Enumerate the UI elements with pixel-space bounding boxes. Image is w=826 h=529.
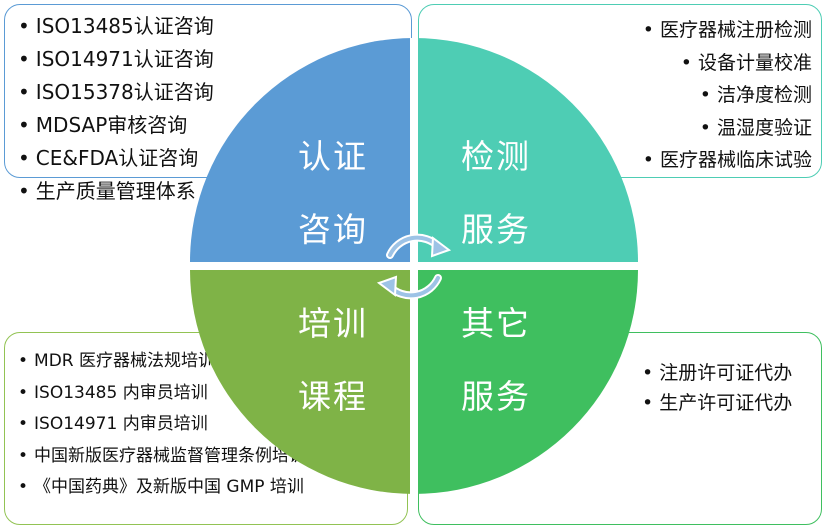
list-item: ISO14971 内审员培训 [18,409,306,441]
testing-list: 医疗器械注册检测 设备计量校准 洁净度检测 温湿度验证 医疗器械临床试验 [643,14,812,177]
list-item: 注册许可证代办 [642,358,792,388]
training-list: MDR 医疗器械法规培训 ISO13485 内审员培训 ISO14971 内审员… [18,346,306,504]
list-item: 医疗器械注册检测 [643,14,812,47]
list-item: 设备计量校准 [643,47,812,80]
list-item: 《中国药典》及新版中国 GMP 培训 [18,472,306,504]
other-label-line1: 其它 [461,304,531,343]
list-item: CE&FDA认证咨询 [18,142,214,175]
list-item: ISO13485 内审员培训 [18,378,306,410]
cycle-arrows-icon [376,233,452,300]
list-item: ISO13485认证咨询 [18,10,214,43]
list-item: 中国新版医疗器械监督管理条例培训 [18,441,306,473]
list-item: MDSAP审核咨询 [18,109,214,142]
list-item: MDR 医疗器械法规培训 [18,346,306,378]
other-label-line2: 服务 [461,377,531,416]
certification-list: ISO13485认证咨询 ISO14971认证咨询 ISO15378认证咨询 M… [18,10,214,208]
quadrant-training [190,266,414,494]
certification-label-line1: 认证 [298,137,368,176]
quadrant-certification [190,38,414,266]
list-item: ISO14971认证咨询 [18,43,214,76]
list-item: 温湿度验证 [643,112,812,145]
quadrant-testing [414,38,638,266]
list-item: 生产许可证代办 [642,388,792,418]
list-item: ISO15378认证咨询 [18,76,214,109]
training-label-line1: 培训 [298,304,368,343]
other-services-list: 注册许可证代办 生产许可证代办 [642,358,792,418]
quadrant-other [414,266,638,494]
list-item: 医疗器械临床试验 [643,144,812,177]
list-item: 洁净度检测 [643,79,812,112]
list-item: 生产质量管理体系 [18,175,214,208]
training-label-line2: 课程 [298,377,368,416]
testing-label-line2: 服务 [461,210,531,249]
testing-label-line1: 检测 [461,137,531,176]
certification-label-line2: 咨询 [298,210,368,249]
